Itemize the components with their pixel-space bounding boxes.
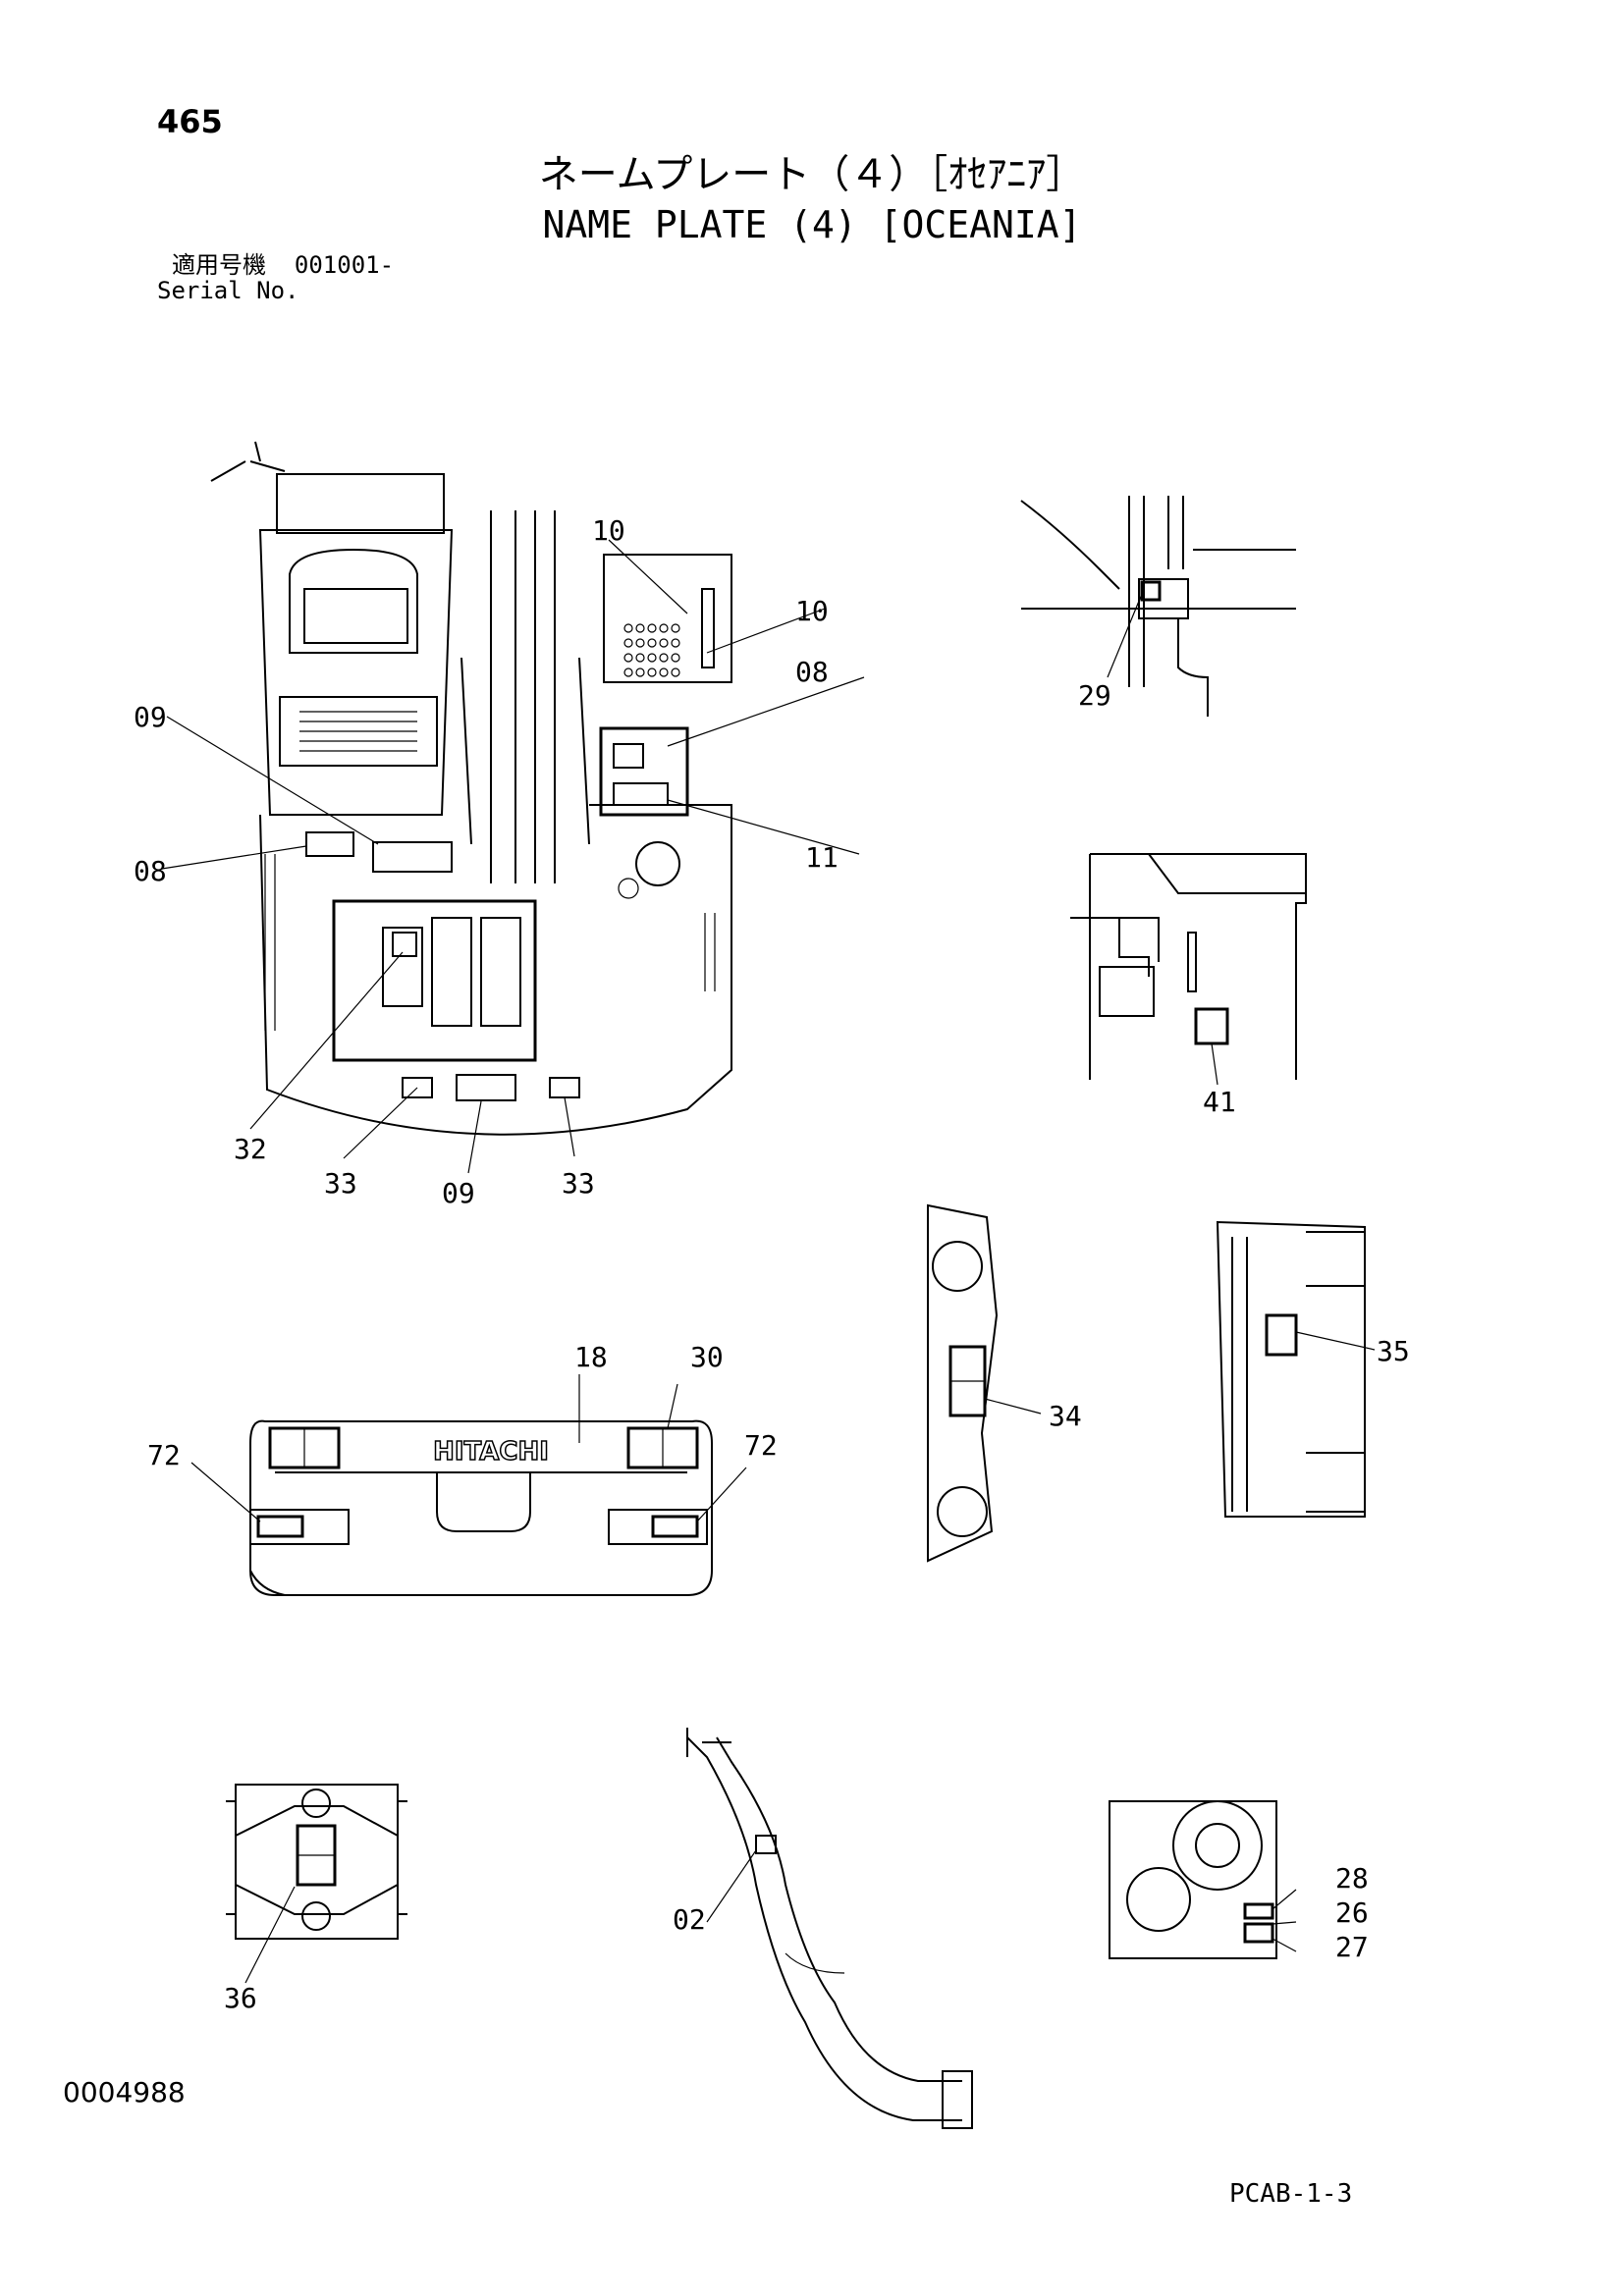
detail-35-view [1216, 1220, 1376, 1518]
callout-29: 29 [1078, 679, 1111, 712]
detail-36-view [226, 1784, 407, 1984]
document-id: 0004988 [63, 2076, 186, 2109]
callout-28: 28 [1335, 1862, 1369, 1895]
callout-10-upper: 10 [592, 514, 625, 547]
detail-02-hose-view [686, 1728, 973, 2129]
callout-09-left: 09 [134, 701, 167, 733]
counterweight-view: HITACHI [190, 1374, 747, 1596]
callout-33-right: 33 [562, 1167, 595, 1200]
callout-18: 18 [574, 1341, 608, 1373]
callout-32: 32 [234, 1133, 267, 1165]
callout-10-right: 10 [795, 595, 829, 627]
page-code: PCAB-1-3 [1229, 2179, 1353, 2209]
serial-label-jp-text: 適用号機 [172, 251, 266, 279]
page-title-japanese: ネームプレート（４）［ｵｾｱﾆｱ］ [538, 152, 1086, 197]
detail-41-view [1070, 853, 1307, 1086]
callout-41: 41 [1203, 1086, 1236, 1118]
callout-02: 02 [673, 1903, 706, 1936]
serial-value: 001001- [294, 251, 395, 279]
page-title-english: NAME PLATE (4) [OCEANIA] [542, 203, 1082, 246]
detail-29-view [1020, 496, 1296, 717]
detail-34-view [927, 1203, 1042, 1563]
callout-35: 35 [1377, 1335, 1410, 1367]
callout-08-right: 08 [795, 656, 829, 688]
callout-72-right: 72 [744, 1429, 778, 1462]
callout-labels: 10 10 08 09 08 11 32 33 09 33 29 41 34 3… [134, 514, 1410, 2014]
callout-72-left: 72 [147, 1439, 181, 1471]
callout-34: 34 [1049, 1400, 1082, 1432]
page-number: 465 [157, 103, 223, 140]
callout-36: 36 [224, 1982, 257, 2014]
callout-26: 26 [1335, 1896, 1369, 1929]
detail-28-26-27-view [1109, 1800, 1297, 1959]
hitachi-logo-text: HITACHI [433, 1437, 549, 1467]
callout-33-left: 33 [324, 1167, 357, 1200]
callout-27: 27 [1335, 1931, 1369, 1963]
callout-09-bottom: 09 [442, 1177, 475, 1209]
callout-30: 30 [690, 1341, 724, 1373]
callout-11: 11 [805, 841, 839, 874]
serial-label-english: Serial No. [157, 277, 299, 304]
machine-top-view [210, 441, 732, 1136]
serial-label-japanese: 適用号機 001001- [172, 253, 394, 277]
callout-08-left: 08 [134, 855, 167, 887]
